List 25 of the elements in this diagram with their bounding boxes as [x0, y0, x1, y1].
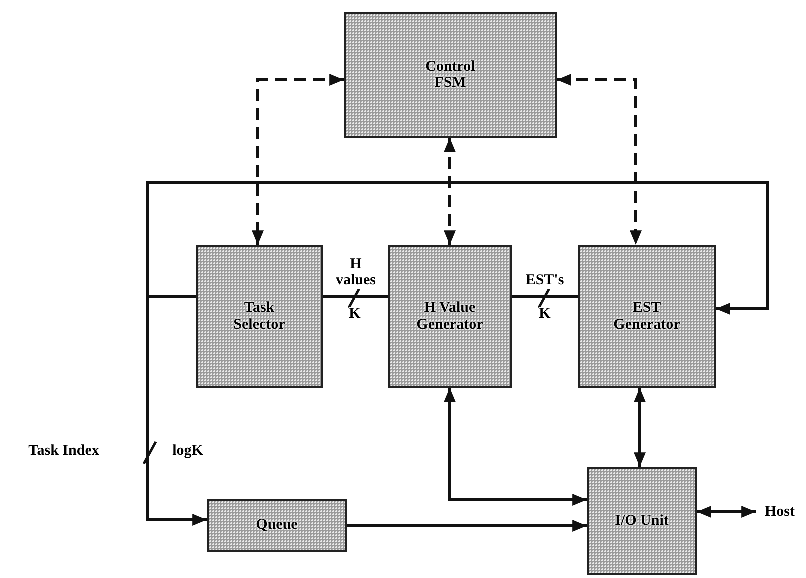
block-label: I/O Unit: [615, 512, 669, 530]
arrow: [444, 388, 587, 506]
arrow: [634, 388, 646, 467]
dashed-arrow: [252, 74, 344, 245]
block-box: [587, 467, 697, 575]
edge-label: EST's: [523, 273, 567, 289]
edge-label: H values: [334, 258, 378, 289]
dashed-arrow: [557, 74, 642, 245]
dashed-arrow: [444, 138, 456, 245]
signal-label: logK: [172, 444, 204, 460]
block-box: [196, 245, 323, 388]
block-label: EST Generator: [612, 300, 682, 333]
arrow: [347, 520, 587, 532]
block-label: Queue: [256, 517, 298, 534]
block-label: H Value Generator: [416, 300, 484, 333]
arrow: [146, 182, 770, 315]
block-label: Control FSM: [424, 58, 476, 92]
arrow: [697, 506, 756, 518]
block-box: [207, 499, 347, 552]
block-box: [578, 245, 716, 388]
block-box: [344, 12, 557, 138]
block-label: Task Selector: [232, 300, 286, 333]
terminal-label: Host: [765, 504, 795, 520]
block-box: [388, 245, 512, 388]
arrow: [146, 296, 207, 526]
